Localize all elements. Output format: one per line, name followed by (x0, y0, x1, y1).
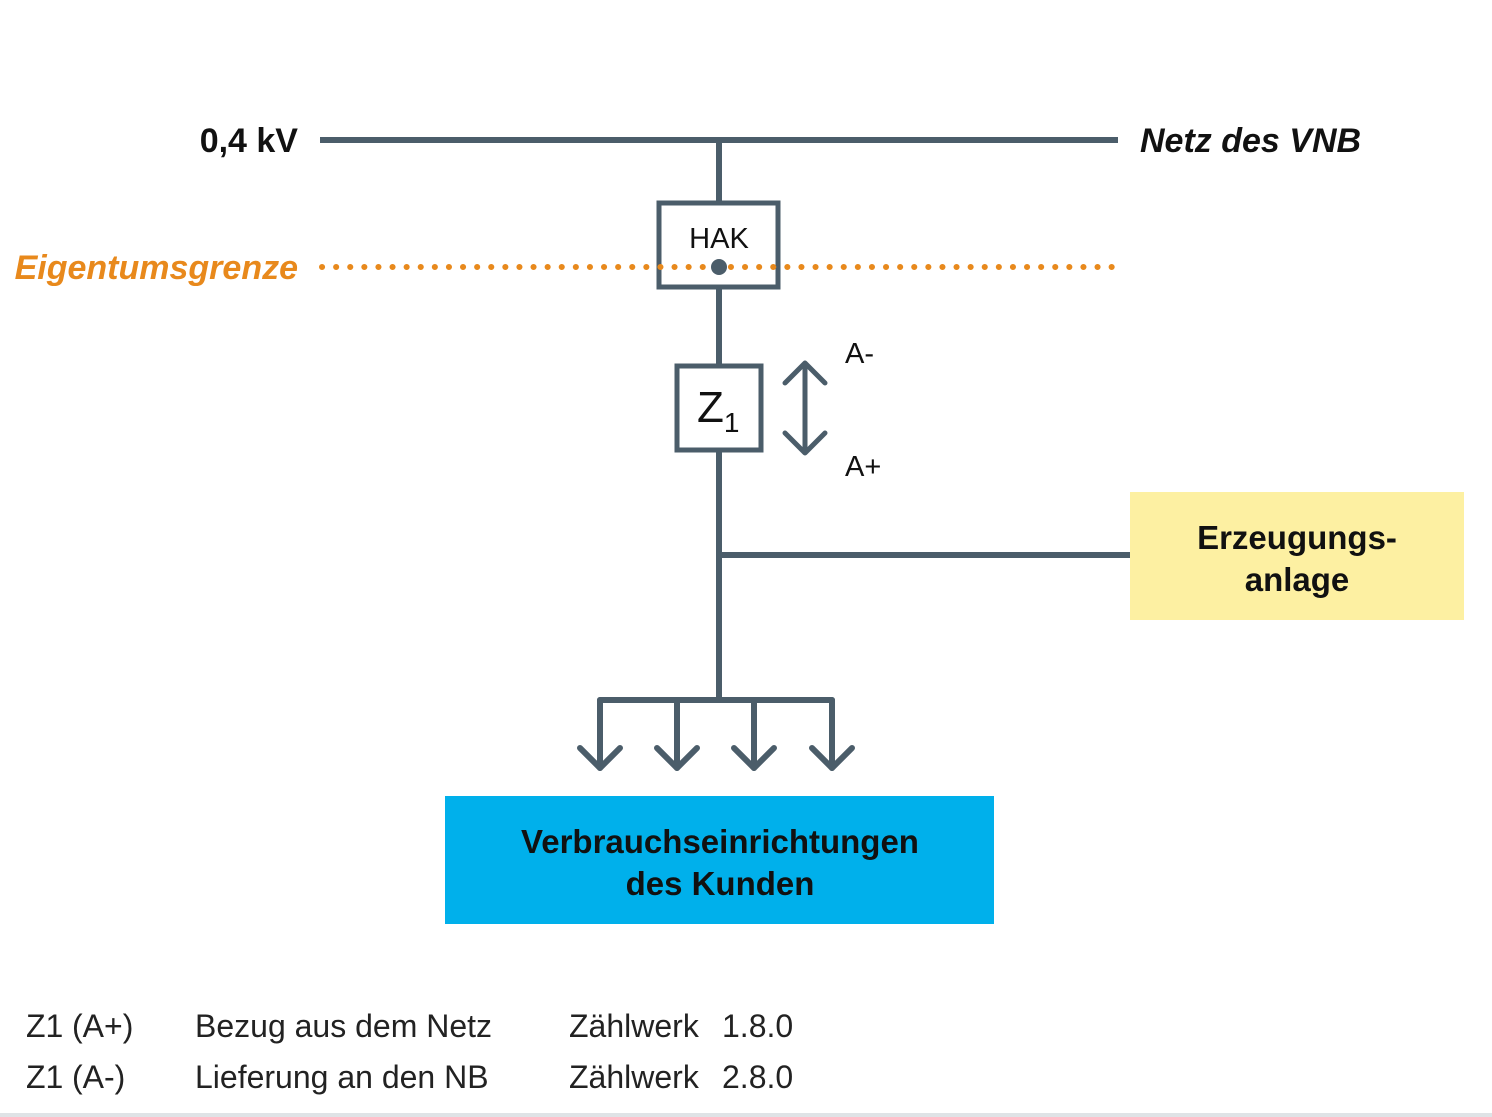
voltage-label: 0,4 kV (200, 122, 299, 160)
down-arrow-icon (809, 745, 855, 771)
generation-label-line2: anlage (1245, 561, 1350, 598)
boundary-junction-dot (711, 259, 727, 275)
legend-row: Z1 (A-) Lieferung an den NB Zählwerk 2.8… (26, 1059, 793, 1095)
legend-meter: Z1 (26, 1008, 63, 1044)
meter-z1-main: Z (697, 383, 724, 432)
consumer-label-line2: des Kunden (626, 865, 815, 902)
grid-label: Netz des VNB (1140, 122, 1361, 160)
down-arrow-icon (577, 745, 623, 771)
legend: Z1 (A+) Bezug aus dem Netz Zählwerk 1.8.… (26, 1008, 793, 1095)
legend-meter: Z1 (26, 1059, 63, 1095)
legend-register-label: Zählwerk (569, 1059, 700, 1095)
consumer-distribution (597, 697, 835, 771)
consumer-box (445, 796, 994, 924)
legend-direction: (A-) (72, 1059, 125, 1095)
legend-register: 1.8.0 (722, 1008, 793, 1044)
legend-row: Z1 (A+) Bezug aus dem Netz Zählwerk 1.8.… (26, 1008, 793, 1044)
generation-label-line1: Erzeugungs- (1197, 519, 1397, 556)
hak-label: HAK (689, 223, 749, 255)
import-label: A+ (845, 451, 881, 483)
meter-z1-label: Z1 (697, 383, 739, 438)
consumer-label-line1: Verbrauchseinrichtungen (521, 823, 919, 860)
legend-direction: (A+) (72, 1008, 133, 1044)
legend-description: Bezug aus dem Netz (195, 1008, 492, 1044)
ownership-boundary-label: Eigentumsgrenze (15, 249, 298, 287)
meter-z1-subscript: 1 (724, 407, 740, 438)
bottom-divider (0, 1113, 1492, 1117)
down-arrow-icon (731, 745, 777, 771)
legend-description: Lieferung an den NB (195, 1059, 489, 1095)
double-vertical-arrow-icon (782, 360, 828, 456)
down-arrow-icon (654, 745, 700, 771)
legend-register-label: Zählwerk (569, 1008, 700, 1044)
export-label: A- (845, 338, 874, 370)
meter-z1-box (674, 363, 764, 453)
legend-register: 2.8.0 (722, 1059, 793, 1095)
generation-box (1130, 492, 1464, 620)
